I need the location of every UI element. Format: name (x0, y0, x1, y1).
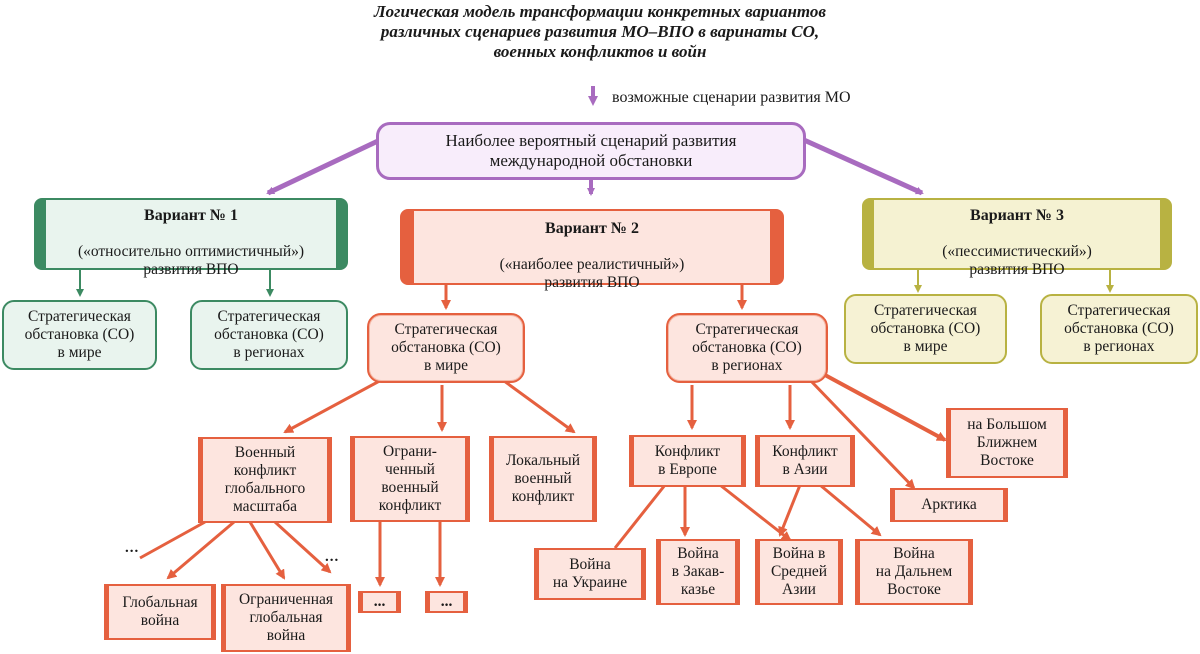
variant1-connectors (76, 270, 274, 297)
local-military-conflict-node: Локальный военный конфликт (489, 436, 597, 522)
ellipsis-left: ... (125, 540, 140, 556)
legend-label: возможные сценарии развития МО (612, 89, 851, 106)
top-to-variant-connectors (266, 137, 924, 196)
v1-so-regions-node: Стратегическая обстановка (СО) в региона… (190, 300, 348, 370)
variant-3-node: Вариант № 3 («пессимистический») развити… (862, 198, 1172, 278)
legend-arrow-icon (588, 86, 598, 106)
variant-3-text: («пессимистический») развития ВПО (942, 243, 1092, 278)
variant-2-text: («наиболее реалистичный») развития ВПО (499, 256, 685, 291)
conflict-europe-node: Конфликт в Европе (629, 435, 746, 487)
ellipsis-box-2: ... (425, 591, 468, 613)
war-far-east-node: Война на Дальнем Востоке (855, 539, 973, 605)
variant-2-node: Вариант № 2 («наиболее реалистичный») ра… (400, 209, 784, 291)
war-central-asia-node: Война в Средней Азии (755, 539, 843, 605)
variant-1-text: («относительно оптимистичный») развития … (77, 243, 305, 278)
v2-so-regions-node: Стратегическая обстановка (СО) в региона… (666, 313, 828, 383)
v3-so-world-node: Стратегическая обстановка (СО) в мире (844, 294, 1007, 364)
arctic-node: Арктика (890, 488, 1008, 522)
limited-global-war-node: Ограниченная глобальная война (221, 584, 351, 652)
v3-so-regions-node: Стратегическая обстановка (СО) в региона… (1040, 294, 1198, 364)
variant-1-title: Вариант № 1 (144, 207, 238, 224)
v2-so-world-node: Стратегическая обстановка (СО) в мире (367, 313, 525, 383)
v1-so-world-node: Стратегическая обстановка (СО) в мире (2, 300, 157, 370)
war-ukraine-node: Война на Украине (534, 548, 646, 600)
greater-middle-east-node: на Большом Ближнем Востоке (946, 408, 1068, 478)
global-military-conflict-node: Военный конфликт глобального масштаба (198, 437, 332, 523)
variant2-connectors (139, 285, 947, 587)
variant-1-node: Вариант № 1 («относительно оптимистичный… (34, 198, 348, 278)
ellipsis-box-1: ... (358, 591, 401, 613)
conflict-asia-node: Конфликт в Азии (755, 435, 855, 487)
most-likely-scenario-node: Наиболее вероятный сценарий развития меж… (376, 122, 806, 180)
limited-military-conflict-node: Ограни- ченный военный конфликт (350, 436, 470, 522)
war-transcaucasia-node: Война в Закав- казье (656, 539, 740, 605)
variant-3-title: Вариант № 3 (970, 207, 1064, 224)
global-war-node: Глобальная война (104, 584, 216, 640)
variant-2-title: Вариант № 2 (545, 220, 639, 237)
variant3-connectors (914, 270, 1114, 293)
ellipsis-right: ... (325, 549, 340, 565)
diagram-title: Логическая модель трансформации конкретн… (374, 2, 826, 61)
